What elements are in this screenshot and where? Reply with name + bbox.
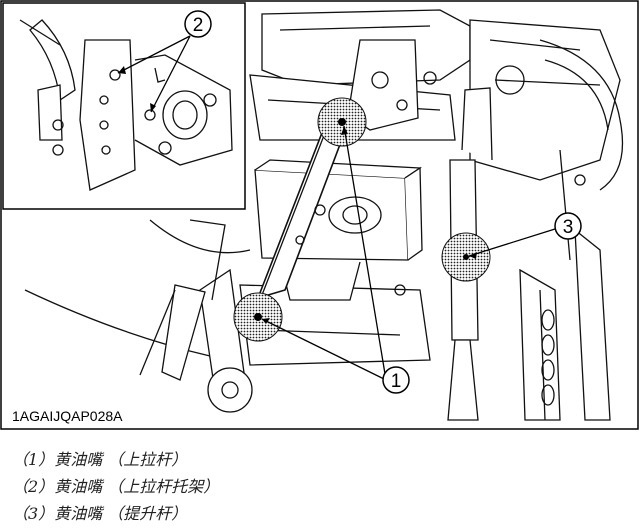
callout-1: 1 <box>382 366 410 394</box>
legend-item-3: （3）黄油嘴 （提升杆） <box>12 500 632 527</box>
legend-item-3-text: 黄油嘴 （提升杆） <box>54 504 188 523</box>
figure-code: 1AGAIJQAP028A <box>12 408 123 424</box>
legend: （1）黄油嘴 （上拉杆） （2）黄油嘴 （上拉杆托架） （3）黄油嘴 （提升杆） <box>12 446 632 527</box>
legend-item-2: （2）黄油嘴 （上拉杆托架） <box>12 473 632 500</box>
callout-3: 3 <box>554 212 582 240</box>
legend-item-3-number: （3） <box>12 504 55 523</box>
callout-leader-lines <box>117 35 556 381</box>
callout-2-label: 2 <box>193 15 204 36</box>
callout-2: 2 <box>184 10 212 38</box>
diagram-frame <box>0 0 639 430</box>
legend-item-1-number: （1） <box>12 450 55 469</box>
legend-item-2-text: 黄油嘴 （上拉杆托架） <box>54 477 220 496</box>
inset-detail-bracket <box>2 2 246 210</box>
callout-3-label: 3 <box>563 217 574 238</box>
legend-item-2-number: （2） <box>12 477 55 496</box>
hitch-mechanism-drawing <box>24 9 624 421</box>
legend-item-1: （1）黄油嘴 （上拉杆） <box>12 446 632 473</box>
legend-item-1-text: 黄油嘴 （上拉杆） <box>54 450 188 469</box>
tractor-lubrication-diagram: 2 1 3 1AGAIJQAP028A <box>0 0 639 430</box>
callout-1-label: 1 <box>391 371 402 392</box>
